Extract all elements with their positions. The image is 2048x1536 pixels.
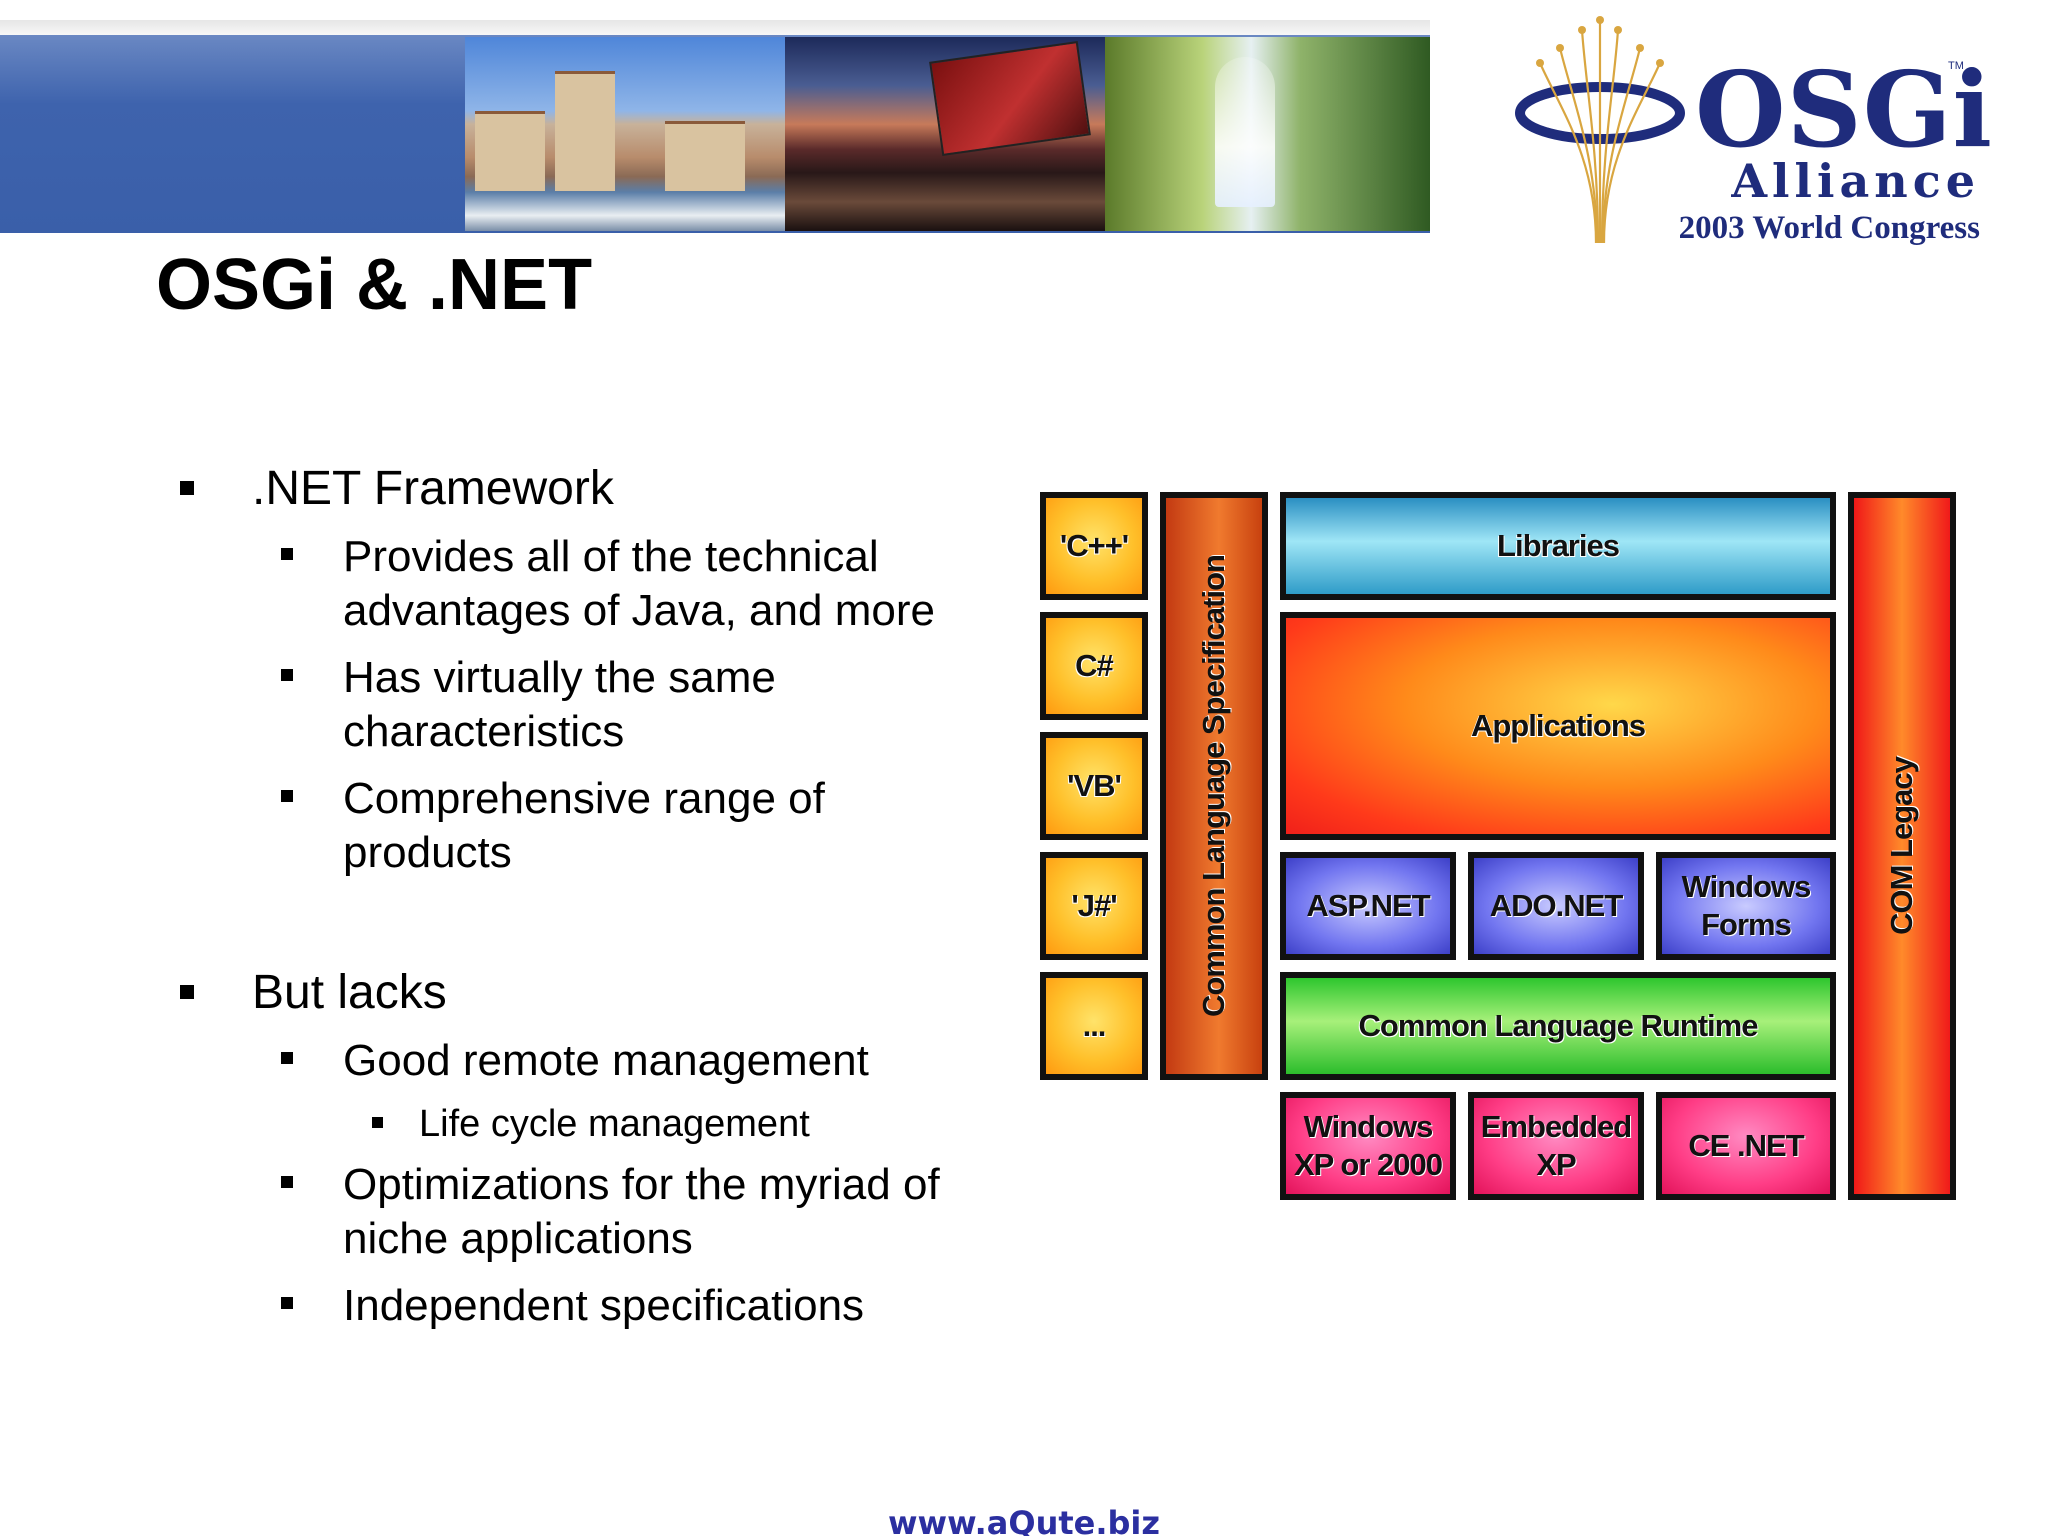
language-block-vb: 'VB' xyxy=(1040,732,1148,840)
bullet-level-3: Life cycle management xyxy=(372,1102,810,1146)
banner-tower xyxy=(555,71,615,191)
bullet-square-icon xyxy=(281,669,293,681)
bullet-level-2: Independent specifications xyxy=(281,1279,983,1333)
clr-block: Common Language Runtime xyxy=(1280,972,1836,1080)
banner-building xyxy=(665,121,745,191)
bullet-level-2: Good remote management xyxy=(281,1034,983,1088)
embedded-xp-block: Embedded XP xyxy=(1468,1092,1644,1200)
block-label: Windows Forms xyxy=(1681,869,1812,942)
bullet-text: .NET Framework xyxy=(252,462,614,515)
block-label: Libraries xyxy=(1497,528,1620,563)
banner-photo-open-air-cinema xyxy=(785,37,1105,231)
adonet-block: ADO.NET xyxy=(1468,852,1644,960)
block-label: Common Language Specification xyxy=(1196,555,1232,1017)
block-label: ... xyxy=(1082,1008,1107,1043)
bullet-text: Life cycle management xyxy=(419,1103,810,1145)
bullet-level-2: Has virtually the same characteristics xyxy=(281,651,983,759)
bullet-square-icon xyxy=(281,548,293,560)
com-legacy-block: COM Legacy xyxy=(1848,492,1956,1200)
block-label: C# xyxy=(1075,648,1114,683)
banner-cinema-screen xyxy=(929,41,1091,156)
block-label: Applications xyxy=(1470,708,1646,743)
bullet-level-2: Optimizations for the myriad of niche ap… xyxy=(281,1158,983,1266)
logo-event: 2003 World Congress xyxy=(1678,210,1980,246)
applications-block: Applications xyxy=(1280,612,1836,840)
slide-title: OSGi & .NET xyxy=(156,245,593,325)
bullet-square-icon xyxy=(281,1297,293,1309)
bullet-text: Independent specifications xyxy=(343,1281,865,1330)
bullet-text: Comprehensive range of products xyxy=(343,774,825,877)
bullet-text: Has virtually the same characteristics xyxy=(343,653,776,756)
bullet-text: Provides all of the technical advantages… xyxy=(343,532,935,635)
language-block-more: ... xyxy=(1040,972,1148,1080)
language-block-csharp: C# xyxy=(1040,612,1148,720)
logo-subtitle: Alliance xyxy=(1731,154,1980,208)
bullet-level-1: But lacks xyxy=(180,966,447,1020)
bullet-level-2: Comprehensive range of products xyxy=(281,772,983,880)
bullet-text: Good remote management xyxy=(343,1036,869,1085)
block-label: ASP.NET xyxy=(1306,888,1430,923)
bullet-square-icon xyxy=(180,985,194,999)
banner-fountain xyxy=(1215,57,1275,207)
bullet-square-icon xyxy=(180,481,194,495)
block-label: 'J#' xyxy=(1071,888,1117,923)
windows-xp-block: Windows XP or 2000 xyxy=(1280,1092,1456,1200)
language-block-jsharp: 'J#' xyxy=(1040,852,1148,960)
logo-fountain-icon xyxy=(1515,16,1685,244)
bullet-square-icon xyxy=(281,790,293,802)
block-label: Windows XP or 2000 xyxy=(1294,1109,1443,1182)
block-label: ADO.NET xyxy=(1489,888,1623,923)
aspnet-block: ASP.NET xyxy=(1280,852,1456,960)
bullet-square-icon xyxy=(281,1176,293,1188)
cls-block: Common Language Specification xyxy=(1160,492,1268,1080)
logo-wordmark: OSGi xyxy=(1695,48,1994,171)
dotnet-architecture-diagram: 'C++' C# 'VB' 'J#' ... Common Language S… xyxy=(1040,492,1960,1212)
banner-building xyxy=(475,111,545,191)
block-label: 'C++' xyxy=(1059,528,1129,563)
osgi-alliance-logo: OSGi TM Alliance 2003 World Congress xyxy=(1500,8,1992,248)
bullet-level-2: Provides all of the technical advantages… xyxy=(281,530,983,638)
block-label: 'VB' xyxy=(1067,768,1122,803)
libraries-block: Libraries xyxy=(1280,492,1836,600)
banner-photo-fountain-park xyxy=(1105,37,1430,231)
block-label: COM Legacy xyxy=(1884,757,1919,935)
bullet-square-icon xyxy=(372,1117,383,1128)
bullet-square-icon xyxy=(281,1052,293,1064)
windows-forms-block: Windows Forms xyxy=(1656,852,1836,960)
block-label: CE .NET xyxy=(1688,1128,1804,1163)
logo-trademark: TM xyxy=(1948,60,1964,72)
bullet-text: Optimizations for the myriad of niche ap… xyxy=(343,1160,940,1263)
block-label: Common Language Runtime xyxy=(1358,1008,1759,1043)
language-block-cpp: 'C++' xyxy=(1040,492,1148,600)
bullet-level-1: .NET Framework xyxy=(180,462,614,516)
ce-net-block: CE .NET xyxy=(1656,1092,1836,1200)
bullet-text: But lacks xyxy=(252,966,447,1019)
banner-photo-old-town xyxy=(465,37,785,231)
footer-url[interactable]: www.aQute.biz xyxy=(887,1504,1161,1536)
block-label: Embedded XP xyxy=(1480,1109,1632,1182)
